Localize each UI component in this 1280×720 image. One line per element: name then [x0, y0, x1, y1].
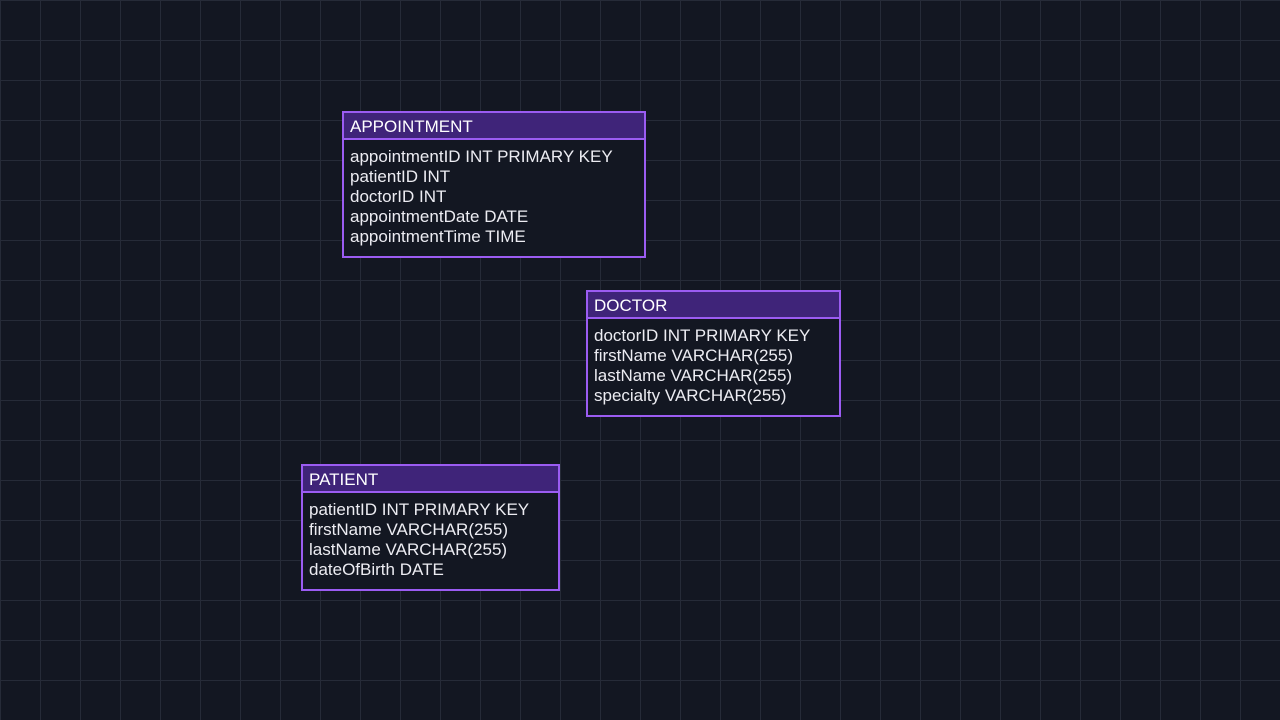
- entity-field: appointmentDate DATE: [350, 207, 529, 226]
- entity-fields: patientID INT PRIMARY KEY firstName VARC…: [303, 493, 558, 580]
- entity-field: doctorID INT PRIMARY KEY: [594, 326, 811, 345]
- entity-field: appointmentID INT PRIMARY KEY: [350, 147, 613, 166]
- entity-field: dateOfBirth DATE: [309, 560, 444, 579]
- entity-divider: [344, 138, 644, 140]
- entity-divider: [303, 491, 558, 493]
- entity-field: lastName VARCHAR(255): [594, 366, 793, 385]
- entity-field: lastName VARCHAR(255): [309, 540, 508, 559]
- entity-field: appointmentTime TIME: [350, 227, 526, 246]
- entity-field: specialty VARCHAR(255): [594, 386, 787, 405]
- entity-field: doctorID INT: [350, 187, 447, 206]
- entity-field: patientID INT: [350, 167, 451, 186]
- entity-field: firstName VARCHAR(255): [594, 346, 794, 365]
- entity-fields: doctorID INT PRIMARY KEY firstName VARCH…: [588, 319, 839, 406]
- entity-field: firstName VARCHAR(255): [309, 520, 509, 539]
- entity-title: DOCTOR: [588, 292, 839, 317]
- entity-appointment[interactable]: APPOINTMENT appointmentID INT PRIMARY KE…: [342, 111, 646, 258]
- entity-patient[interactable]: PATIENT patientID INT PRIMARY KEY firstN…: [301, 464, 560, 591]
- entity-title: PATIENT: [303, 466, 558, 491]
- entity-field: patientID INT PRIMARY KEY: [309, 500, 530, 519]
- entity-doctor[interactable]: DOCTOR doctorID INT PRIMARY KEY firstNam…: [586, 290, 841, 417]
- entity-title: APPOINTMENT: [344, 113, 644, 138]
- entity-divider: [588, 317, 839, 319]
- entity-fields: appointmentID INT PRIMARY KEY patientID …: [344, 140, 644, 247]
